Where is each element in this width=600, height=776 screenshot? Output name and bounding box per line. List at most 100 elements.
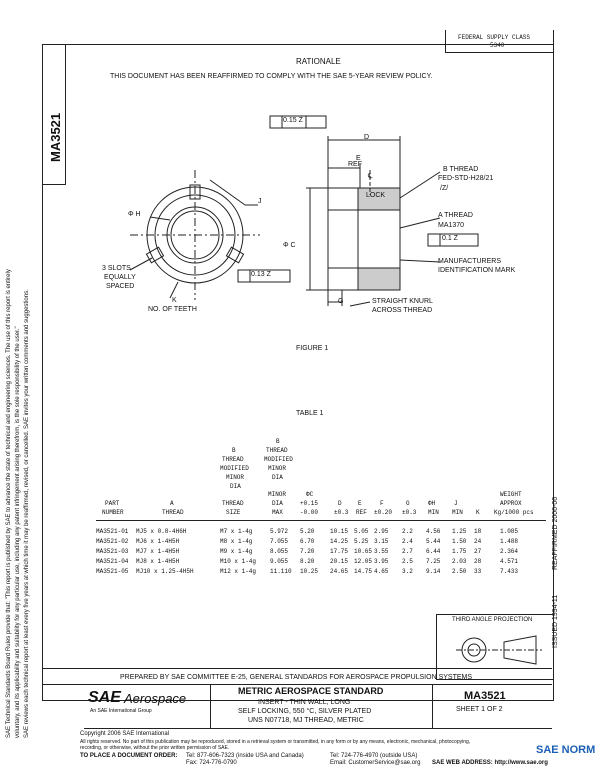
label-b-mod: /Z/ bbox=[440, 185, 449, 192]
rationale-title: RATIONALE bbox=[296, 57, 341, 66]
th-a-2: THREAD bbox=[162, 509, 184, 516]
th-j-1: J bbox=[454, 500, 458, 507]
table-cell: 1.25 bbox=[452, 528, 467, 535]
sae-logo-aerospace: Aerospace bbox=[124, 691, 187, 706]
footer-email: Email: CustomerService@sae.org bbox=[330, 760, 421, 766]
footer-rights-2: recording, or otherwise, without the pri… bbox=[80, 745, 230, 751]
label-knurl: STRAIGHT KNURL bbox=[372, 298, 433, 305]
table-cell: 33 bbox=[474, 568, 482, 575]
table-cell: 3.55 bbox=[374, 548, 389, 555]
title-desc-3: UNS N07718, MJ THREAD, METRIC bbox=[248, 717, 364, 724]
th-c-2: +0.15 bbox=[300, 500, 319, 507]
table-cell: M8 x 1-4g bbox=[220, 538, 253, 545]
th-bmin-7: DIA bbox=[272, 500, 283, 507]
label-b-std: FED-STD-H28/21 bbox=[438, 175, 494, 182]
table-cell: 28 bbox=[474, 558, 482, 565]
th-b-3: MODIFIED bbox=[220, 465, 249, 472]
table-cell: 7.433 bbox=[500, 568, 519, 575]
th-w-3: Kg/1000 pcs bbox=[494, 509, 534, 516]
label-h: Φ H bbox=[128, 211, 141, 218]
table-cell: 1.488 bbox=[500, 538, 519, 545]
table-cell: 2.2 bbox=[402, 528, 413, 535]
side-doc-number-box bbox=[42, 44, 66, 185]
th-w-1: WEIGHT bbox=[500, 491, 522, 498]
rationale-text: THIS DOCUMENT HAS BEEN REAFFIRMED TO COM… bbox=[110, 73, 433, 80]
table-cell: 17.75 bbox=[330, 548, 349, 555]
title-doc-number: MA3521 bbox=[464, 690, 506, 702]
footer-order: TO PLACE A DOCUMENT ORDER: bbox=[80, 753, 178, 759]
table-cell: 2.7 bbox=[402, 548, 413, 555]
th-a-1: A bbox=[170, 500, 174, 507]
table-cell: 1.75 bbox=[452, 548, 467, 555]
label-d: D bbox=[364, 134, 370, 141]
th-e-1: E bbox=[358, 500, 362, 507]
table-caption: TABLE 1 bbox=[296, 410, 324, 417]
table-cell: 27 bbox=[474, 548, 482, 555]
table-cell: MA3521-05 bbox=[96, 568, 129, 575]
table-cell: 8.055 bbox=[270, 548, 289, 555]
tol-right: 0.1 Z bbox=[442, 235, 458, 242]
table-cell: M10 x 1-4g bbox=[220, 558, 257, 565]
th-j-2: MIN bbox=[452, 509, 463, 516]
th-g-1: G bbox=[406, 500, 410, 507]
table-cell: 18 bbox=[474, 528, 482, 535]
table-cell: 9.055 bbox=[270, 558, 289, 565]
table-cell: 4.571 bbox=[500, 558, 519, 565]
label-mfr-2: IDENTIFICATION MARK bbox=[438, 267, 516, 274]
projection-box bbox=[436, 614, 554, 680]
footer-tel-1: Tel: 877-606-7323 (inside USA and Canada… bbox=[186, 753, 304, 759]
table-cell: M9 x 1-4g bbox=[220, 548, 253, 555]
header-fsc: FEDERAL SUPPLY CLASS bbox=[458, 34, 531, 41]
th-f-2: ±0.20 bbox=[374, 509, 393, 516]
table-cell: MJ8 x 1-4H5H bbox=[136, 558, 180, 565]
label-lock: LOCK bbox=[366, 192, 386, 199]
label-knurl-2: ACROSS THREAD bbox=[372, 307, 433, 314]
std-type: METRIC AEROSPACE STANDARD bbox=[238, 686, 384, 696]
side-reaffirmed: REAFFIRMED 2006-06 bbox=[552, 496, 559, 570]
table-cell: 2.03 bbox=[452, 558, 467, 565]
table-cell: 3.95 bbox=[374, 558, 389, 565]
label-g: G bbox=[338, 298, 344, 305]
th-bmin-2: THREAD bbox=[266, 447, 288, 454]
table-cell: 7.25 bbox=[426, 558, 441, 565]
table-cell: MA3521-02 bbox=[96, 538, 129, 545]
figure-1-drawing bbox=[129, 115, 479, 307]
table-cell: 6.70 bbox=[300, 538, 315, 545]
th-b-7: SIZE bbox=[226, 509, 241, 516]
projection-symbol bbox=[456, 635, 542, 665]
table-cell: 5.25 bbox=[354, 538, 369, 545]
label-j: J bbox=[258, 198, 262, 205]
th-k-1: K bbox=[476, 509, 480, 516]
table-cell: 24 bbox=[474, 538, 482, 545]
table-cell: 5.20 bbox=[300, 528, 315, 535]
th-g-2: ±0.3 bbox=[402, 509, 417, 516]
table-cell: 6.44 bbox=[426, 548, 441, 555]
table-header-rule bbox=[96, 520, 546, 521]
table-cell: 3.15 bbox=[374, 538, 389, 545]
table-cell: 7.20 bbox=[300, 548, 315, 555]
title-desc-1: INSERT - THIN WALL, LONG bbox=[258, 699, 351, 706]
title-sheet: SHEET 1 OF 2 bbox=[456, 706, 503, 713]
table-cell: 3.2 bbox=[402, 568, 413, 575]
tolerance-frame-right bbox=[427, 233, 479, 247]
footer-rights: All rights reserved. No part of this pub… bbox=[80, 739, 471, 745]
table-cell: 4.56 bbox=[426, 528, 441, 535]
table-cell: 11.110 bbox=[270, 568, 292, 575]
prepared-rule-top bbox=[42, 668, 552, 669]
table-cell: MA3521-03 bbox=[96, 548, 129, 555]
label-slots-2: EQUALLY bbox=[104, 274, 136, 281]
th-bmin-8: MAX bbox=[272, 509, 283, 516]
th-b-5: DIA bbox=[230, 483, 241, 490]
th-f-1: F bbox=[380, 500, 384, 507]
table-cell: MJ10 x 1.25-4H5H bbox=[136, 568, 194, 575]
table-cell: 14.25 bbox=[330, 538, 349, 545]
sae-logo: SAE bbox=[88, 689, 121, 706]
label-a-spec: MA1370 bbox=[438, 222, 465, 229]
prepared-rule-bottom bbox=[42, 684, 552, 685]
table-cell: 2.4 bbox=[402, 538, 413, 545]
th-d-2: ±0.3 bbox=[334, 509, 349, 516]
th-h-2: MIN bbox=[428, 509, 439, 516]
table-cell: 2.95 bbox=[374, 528, 389, 535]
label-c: Φ C bbox=[283, 242, 296, 249]
table-cell: 14.75 bbox=[354, 568, 373, 575]
